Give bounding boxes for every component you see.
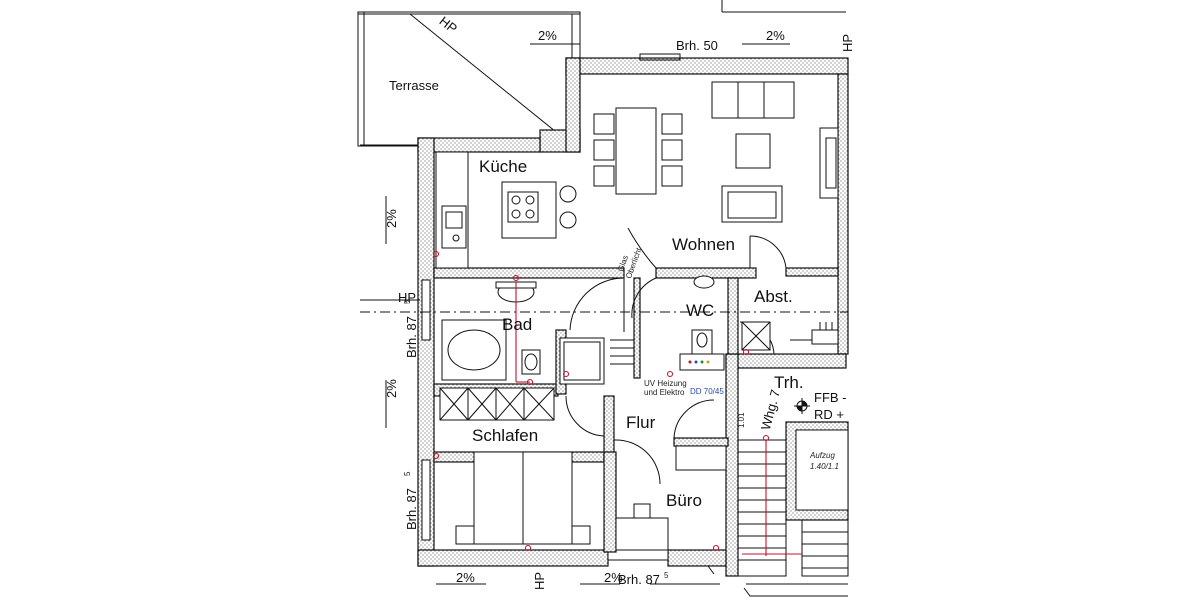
room-label-wc: WC <box>686 301 714 320</box>
wc-fixtures <box>679 275 725 371</box>
slope-label-terrace: 2% <box>538 28 557 43</box>
elevator-label-line1: Aufzug <box>809 451 835 460</box>
apartment-number: Whg. 7 <box>758 388 783 432</box>
room-label-buero: Büro <box>666 491 702 510</box>
rd-label: RD + <box>814 407 844 422</box>
parapet-label-bottom: Brh. 87 5 <box>618 571 669 587</box>
room-label-bad: Bad <box>502 315 532 334</box>
slope-label-top-right: 2% <box>766 28 785 43</box>
installation-lines <box>432 250 802 556</box>
sofa <box>711 81 795 119</box>
door-number: 1.01 <box>737 412 746 428</box>
hp-label-left: HP <box>398 290 416 305</box>
room-label-flur: Flur <box>626 413 656 432</box>
room-label-kueche: Küche <box>479 157 527 176</box>
room-label-trh: Trh. <box>774 373 804 392</box>
slope-label-left-upper: 2% <box>384 209 399 228</box>
staircase <box>737 398 849 597</box>
storage-fixtures <box>741 321 839 351</box>
parapet-label-top: Brh. 50 <box>676 38 718 53</box>
dining-table <box>615 107 657 195</box>
terrace-diagonal <box>409 13 567 141</box>
hp-label-top-right: HP <box>840 34 855 52</box>
room-label-abst: Abst. <box>754 287 793 306</box>
coffee-table <box>735 133 771 169</box>
ffb-label: FFB - <box>814 390 847 405</box>
desk <box>615 517 669 551</box>
office-furniture <box>615 445 727 551</box>
wardrobe <box>439 387 555 421</box>
dd-note: DD 70/45 <box>690 387 724 396</box>
parapet-label-left-lower: Brh. 87 5 <box>403 471 419 530</box>
kitchen-furniture <box>435 151 577 269</box>
outer-walls <box>417 53 849 577</box>
room-label-wohnen: Wohnen <box>672 235 735 254</box>
parapet-text: Brh. 87 <box>618 572 660 587</box>
living-furniture <box>593 81 839 223</box>
slope-label-bottom-mid: 2% <box>604 570 623 585</box>
room-label-schlafen: Schlafen <box>472 426 538 445</box>
hp-label-bottom: HP <box>532 572 547 590</box>
parapet-sup: 5 <box>403 299 412 304</box>
slope-label-bottom-left: 2% <box>456 570 475 585</box>
uv-note-line1: UV Heizung <box>644 379 687 388</box>
elevator-label-line2: 1.40/1.1 <box>810 462 839 471</box>
parapet-text: Brh. 87 <box>404 488 419 530</box>
parapet-sup: 5 <box>403 471 412 476</box>
bed <box>455 451 591 545</box>
uv-note-line2: und Elektro <box>644 388 685 397</box>
slope-label-left-lower: 2% <box>384 379 399 398</box>
slope-arrows <box>385 43 790 585</box>
room-label-terrasse: Terrasse <box>389 78 439 93</box>
parapet-label-left-upper: Brh. 87 5 <box>403 299 419 358</box>
parapet-text: Brh. 87 <box>404 316 419 358</box>
hp-label-terrace: HP <box>437 13 460 36</box>
parapet-sup: 5 <box>664 571 669 580</box>
